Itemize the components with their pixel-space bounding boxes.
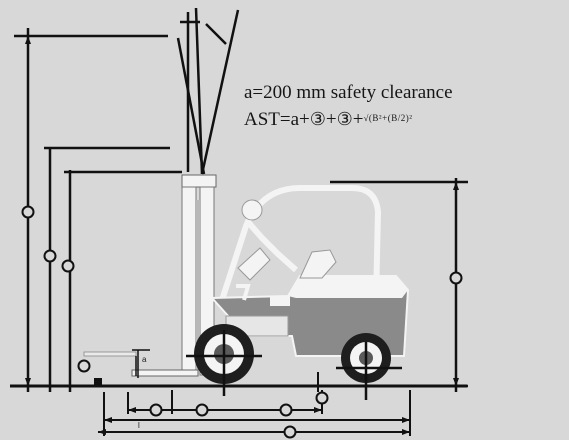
circled-number-marker (195, 403, 209, 417)
plus-sign-1: + (325, 109, 337, 130)
circled-term-1: ③ (309, 109, 326, 129)
circled-number-marker (315, 391, 329, 405)
operator-seat (236, 199, 337, 301)
fork-length-label: l (138, 421, 140, 430)
circled-number-marker (149, 403, 163, 417)
dimension-markers (21, 205, 463, 439)
circled-number-marker (279, 403, 293, 417)
dimension-arrow (25, 36, 459, 435)
load-height-label: a (142, 355, 147, 364)
forks (83, 351, 199, 386)
circled-number-marker (449, 271, 463, 285)
height-dimension-lines (14, 28, 182, 392)
aisle-width-formula: AST=a+③+③+√(B²+(B/2)² (244, 108, 412, 130)
safety-clearance-note: a=200 mm safety clearance (244, 82, 453, 103)
circled-term-2: ③ (336, 109, 353, 129)
plus-sign-2: + (352, 109, 364, 130)
circled-number-marker (283, 425, 297, 439)
circled-number-marker (61, 259, 75, 273)
circled-number-marker (21, 205, 35, 219)
circled-number-marker (77, 359, 91, 373)
mast-lines (176, 7, 240, 175)
fork-height-dimension (132, 349, 150, 378)
wheel-center-marks (186, 330, 402, 400)
sqrt-term: √(B²+(B/2)² (363, 113, 413, 123)
circled-number-marker (43, 249, 57, 263)
formula-prefix: AST=a+ (244, 109, 310, 130)
